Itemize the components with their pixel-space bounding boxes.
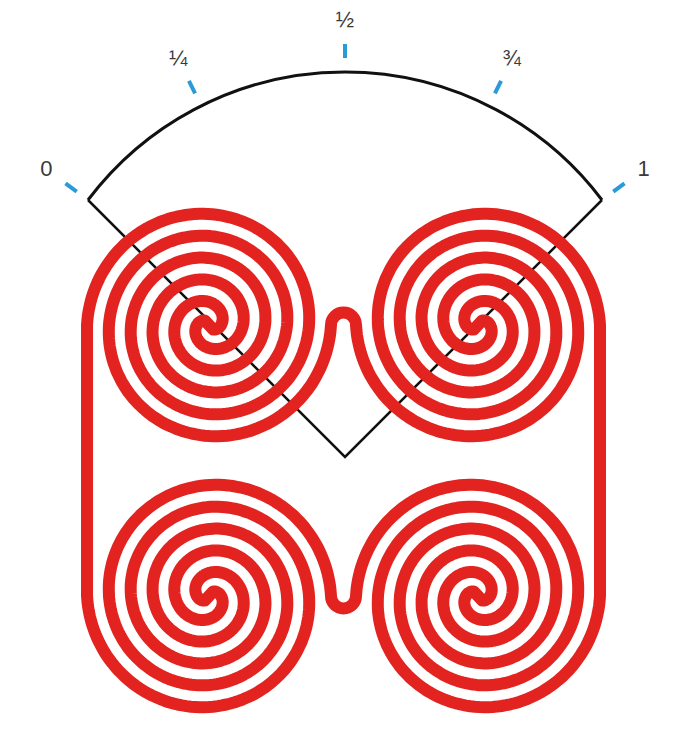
scale-ticks: [66, 44, 625, 192]
scale-label: ½: [336, 9, 354, 31]
scale-tick: [189, 81, 195, 94]
scale-tick: [613, 183, 624, 191]
scale-label: ¾: [503, 48, 521, 70]
scale-tick: [343, 44, 347, 58]
scale-arc: [88, 72, 602, 200]
scale-tick: [495, 81, 501, 94]
scale-tick: [66, 183, 77, 191]
scale-label: 1: [637, 158, 649, 180]
scale-label: ¼: [169, 48, 187, 70]
scale-label: 0: [40, 158, 52, 180]
double-spiral: [87, 214, 600, 707]
